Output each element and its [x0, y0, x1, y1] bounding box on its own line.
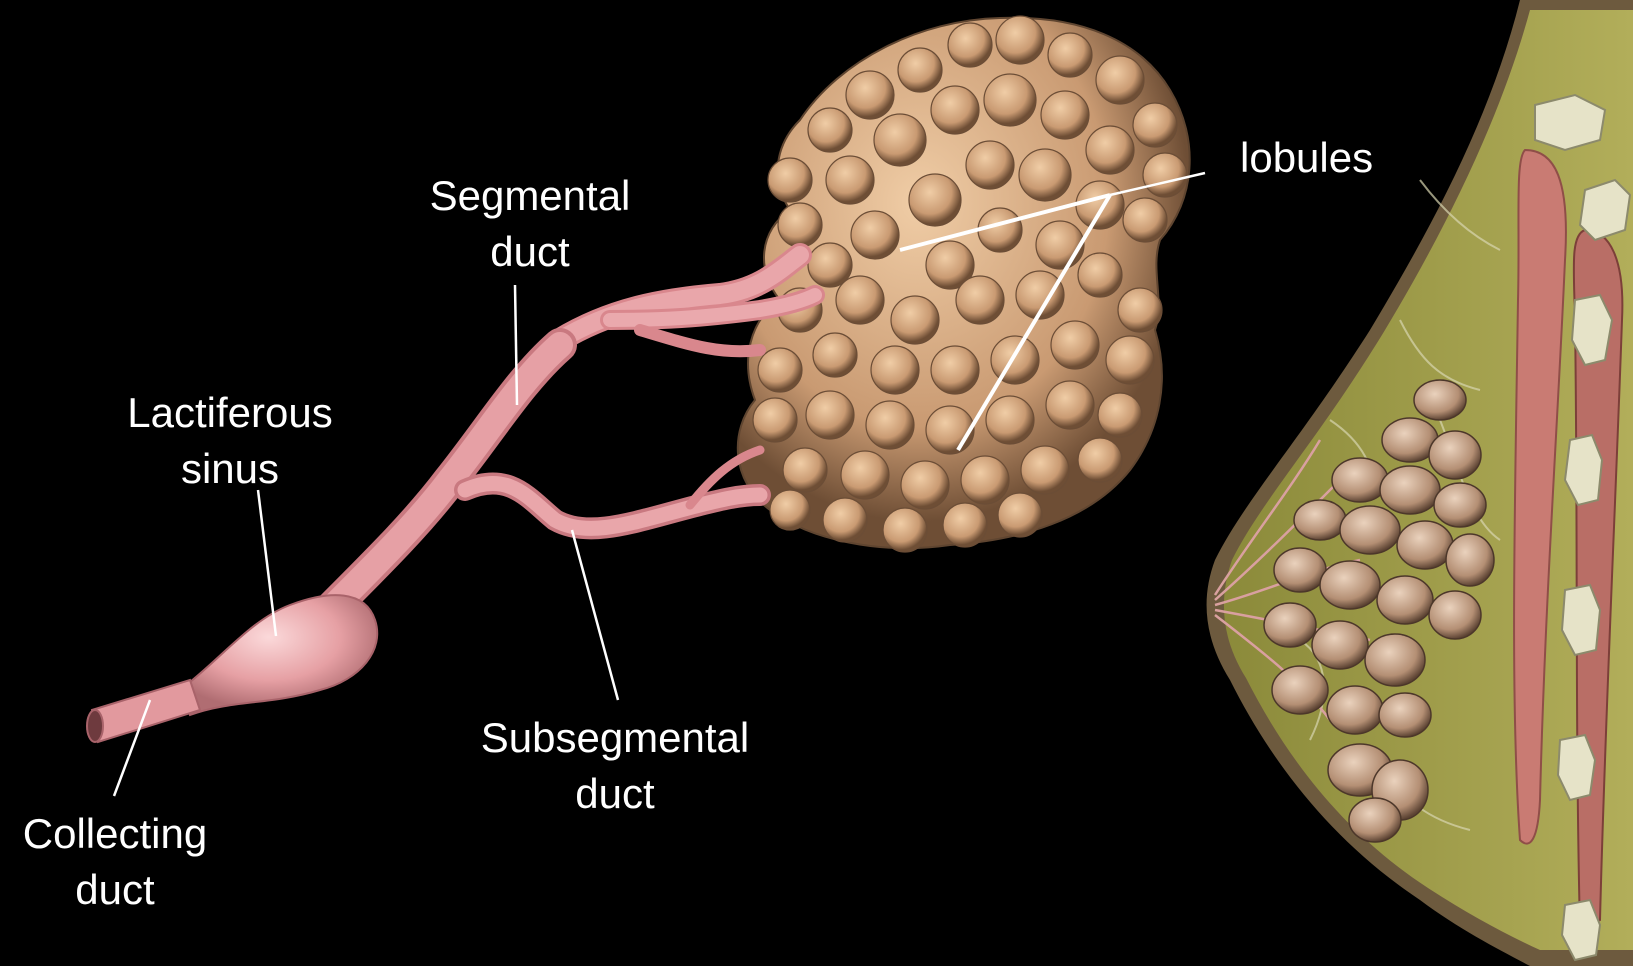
label-lobules: lobules	[1240, 130, 1373, 186]
label-lobules-text: lobules	[1240, 130, 1373, 186]
label-subsegmental-line1: Subsegmental	[460, 710, 770, 766]
label-lactiferous-line2: sinus	[105, 441, 355, 497]
label-segmental-line1: Segmental	[410, 168, 650, 224]
label-segmental-line2: duct	[410, 224, 650, 280]
segmental-branch-upper-3	[640, 330, 760, 351]
label-collecting-duct: Collecting duct	[0, 806, 230, 918]
label-collecting-line2: duct	[0, 862, 230, 918]
lactiferous-sinus	[180, 595, 377, 715]
label-segmental-duct: Segmental duct	[410, 168, 650, 280]
label-lactiferous-line1: Lactiferous	[105, 385, 355, 441]
label-subsegmental-line2: duct	[460, 766, 770, 822]
leader-subsegmental	[572, 530, 618, 700]
lobule-cluster	[738, 16, 1190, 552]
label-collecting-line1: Collecting	[0, 806, 230, 862]
label-lactiferous-sinus: Lactiferous sinus	[105, 385, 355, 497]
collecting-duct-opening	[87, 710, 103, 742]
duct-system	[87, 255, 815, 742]
main-duct-trunk-inner	[330, 345, 560, 610]
label-subsegmental-duct: Subsegmental duct	[460, 710, 770, 822]
leader-lactiferous	[258, 490, 276, 636]
